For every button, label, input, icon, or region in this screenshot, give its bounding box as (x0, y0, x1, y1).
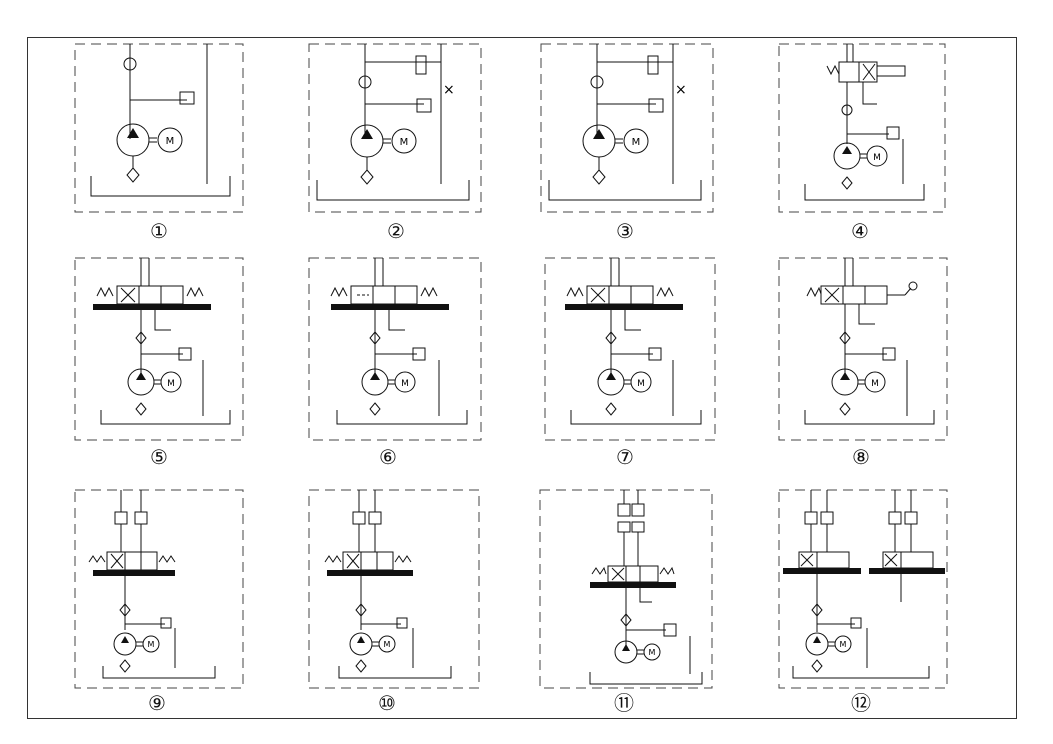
motor-letter: M (873, 153, 881, 163)
diagram-label: ⑦ (616, 445, 634, 469)
diagram-label: ⑫ (851, 691, 871, 715)
motor-letter: M (632, 137, 641, 148)
circuit-3-drawing: × M (540, 43, 714, 213)
circuit-8-drawing: M (778, 257, 948, 441)
diagram-label: ⑤ (150, 445, 168, 469)
circuit-12-drawing: M (778, 489, 948, 689)
motor-letter: M (637, 379, 645, 389)
diagram-label: ⑥ (379, 445, 397, 469)
circuit-10-drawing: M (308, 489, 480, 689)
motor-letter: M (167, 379, 175, 389)
motor-letter: M (166, 136, 175, 147)
motor-letter: M (148, 640, 155, 649)
diagram-label: ⑪ (614, 691, 634, 715)
diagram-label: ③ (616, 219, 634, 243)
motor-letter: M (871, 379, 879, 389)
motor-letter: M (401, 379, 409, 389)
svg-text:×: × (675, 82, 687, 98)
diagram-label: ⑨ (148, 691, 166, 715)
circuit-1-drawing: M (74, 43, 244, 213)
circuit-2-drawing: × M (308, 43, 482, 213)
circuit-4-drawing: M (778, 43, 946, 213)
circuit-5-drawing: M (74, 257, 244, 441)
diagram-label: ⑧ (852, 445, 870, 469)
motor-letter: M (840, 640, 847, 649)
circuit-11-drawing: M (539, 489, 713, 689)
circuit-6-drawing: M (308, 257, 482, 441)
motor-letter: M (649, 648, 656, 657)
diagram-label: ④ (851, 219, 869, 243)
circuit-9-drawing: M (74, 489, 244, 689)
sheet-border (27, 37, 1017, 719)
diagram-label: ② (387, 219, 405, 243)
motor-letter: M (384, 640, 391, 649)
diagram-label: ⑩ (378, 691, 396, 715)
motor-letter: M (400, 137, 409, 148)
diagram-label: ① (150, 219, 168, 243)
circuit-7-drawing: M (544, 257, 716, 441)
svg-text:×: × (443, 82, 455, 98)
